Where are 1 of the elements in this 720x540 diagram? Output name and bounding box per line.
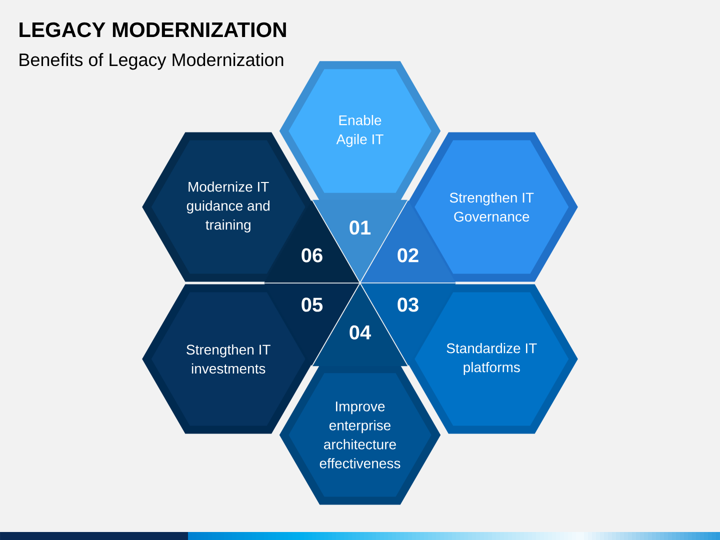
title: LEGACY MODERNIZATION: [20, 22, 286, 38]
